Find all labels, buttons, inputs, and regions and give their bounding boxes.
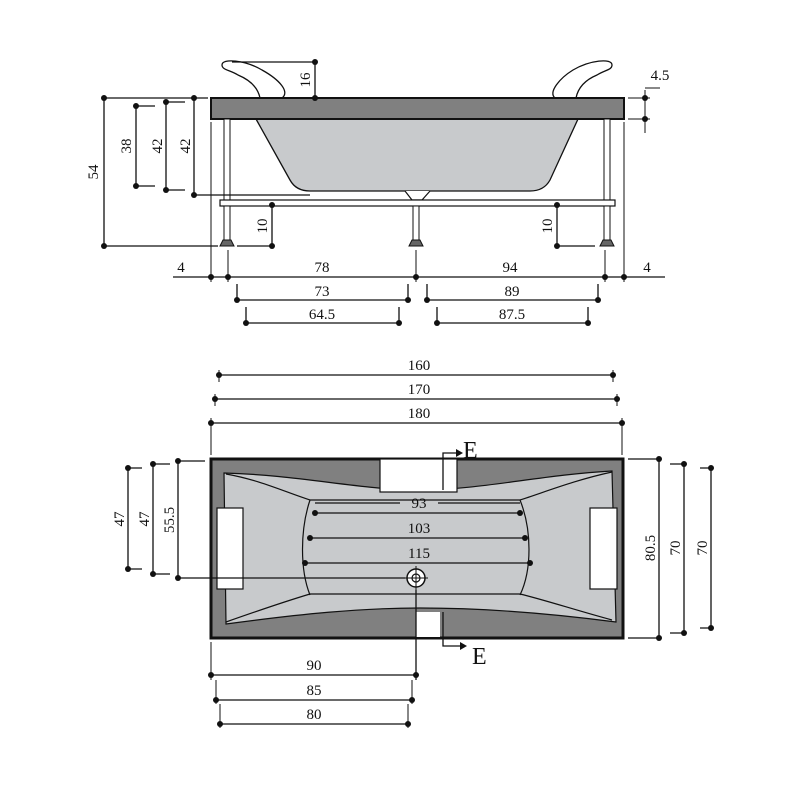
dim-inner-width-115: 115 [408,546,430,562]
dim-inner-width-93: 93 [412,496,427,512]
basin-inner-contour [225,471,613,623]
dim-row2-left: 73 [315,284,330,300]
drain-cutout [416,612,440,637]
dim-length-180: 180 [408,406,431,422]
dim-inner-width-103: 103 [408,521,431,537]
dim-inner-depth-2: 42 [150,139,166,154]
middle-foot [408,239,424,247]
drain-icon [404,566,428,590]
dim-inner-depth-1: 38 [119,139,135,154]
dim-rim-thickness: 4.5 [651,68,670,84]
dim-width-80-5: 80.5 [643,535,659,561]
dim-left-47-outer: 47 [112,511,128,527]
dim-row3-left: 64.5 [309,307,335,323]
dim-drain-offset-90: 90 [307,658,322,674]
dim-left-overhang: 4 [177,260,185,276]
dim-total-height: 54 [86,164,102,180]
drain-outlet [404,190,431,201]
left-leg [223,205,231,241]
left-leg-post [223,118,231,202]
left-armrest [216,507,244,590]
dim-right-leg-span: 94 [503,260,519,276]
right-leg [603,205,611,241]
left-foot [219,239,235,247]
right-armrest [589,507,618,590]
dim-width-70-inner: 70 [668,541,684,556]
dim-frame-clearance-left: 10 [255,219,271,234]
dim-inner-depth-3: 42 [178,139,194,154]
middle-leg [412,205,420,241]
tub-rim [210,97,625,120]
right-foot [599,239,615,247]
tub-basin-top [223,470,617,625]
section-label-top: E [463,438,478,464]
dim-row2-right: 89 [505,284,520,300]
dim-length-170: 170 [408,382,431,398]
top-view: 160 170 180 93 103 115 47 47 55.5 [112,358,714,728]
dim-left-55-5: 55.5 [162,507,178,533]
dim-left-47-inner: 47 [137,511,153,527]
side-view: 16 4.5 54 38 42 42 10 10 4 78 94 [86,59,669,326]
dim-headrest-height: 16 [298,72,314,88]
dim-frame-clearance-right: 10 [540,219,556,234]
dim-width-70-outer: 70 [695,541,711,556]
dim-length-160: 160 [408,358,431,374]
tub-basin [254,118,580,192]
dim-drain-offset-80: 80 [307,707,322,723]
right-headrest [552,60,613,99]
right-leg-post [603,118,611,202]
dim-row3-right: 87.5 [499,307,525,323]
left-headrest [221,60,286,99]
dim-right-overhang: 4 [643,260,651,276]
section-label-bottom: E [472,644,487,670]
dim-drain-offset-85: 85 [307,683,322,699]
dim-left-leg-span: 78 [315,260,330,276]
section-arrow-bottom [442,612,460,647]
overflow-panel [379,458,458,493]
section-arrow-top [442,452,456,490]
